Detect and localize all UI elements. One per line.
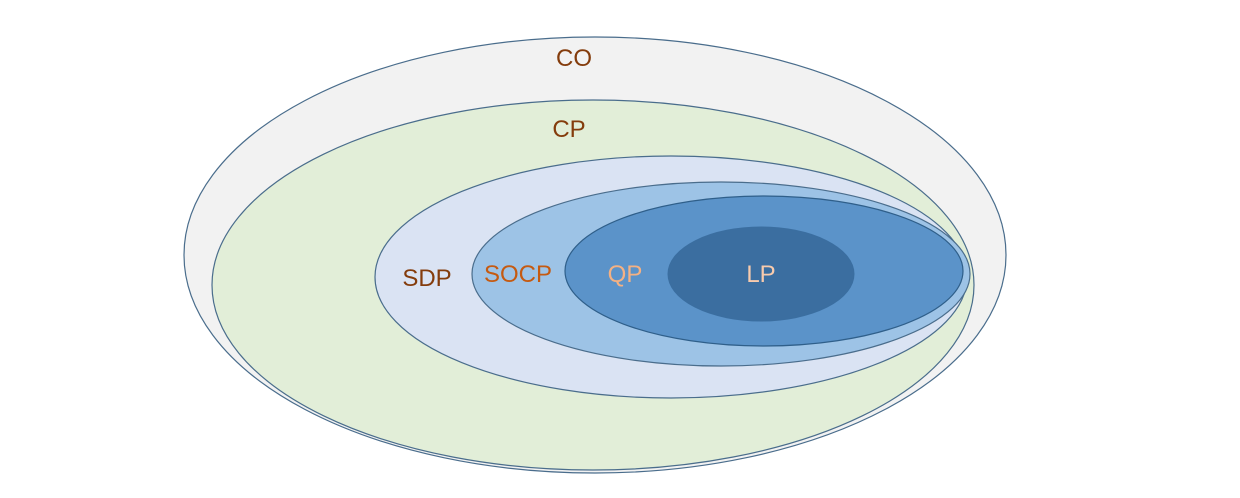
set-cp-label: CP: [552, 116, 585, 143]
set-lp-label: LP: [746, 261, 775, 288]
set-co-label: CO: [556, 45, 592, 72]
set-qp-label: QP: [608, 261, 643, 288]
set-lp-region: [667, 226, 855, 322]
set-socp-label: SOCP: [484, 261, 552, 288]
set-sdp-label: SDP: [402, 265, 451, 292]
